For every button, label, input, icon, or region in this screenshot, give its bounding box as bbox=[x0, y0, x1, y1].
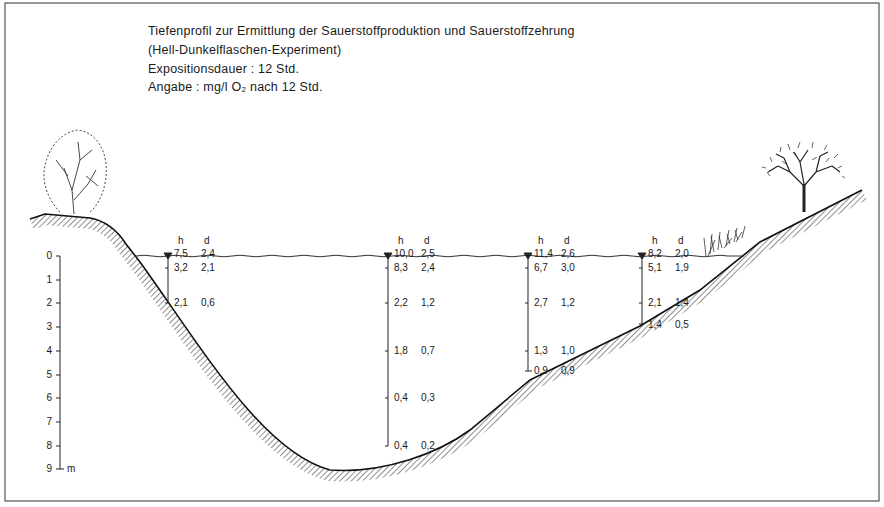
oxygen-light-value: 1,3 bbox=[534, 346, 548, 356]
oxygen-light-value: 2,7 bbox=[534, 298, 548, 308]
oxygen-light-value: 8,2 bbox=[648, 249, 662, 259]
note: Expositionsdauer : 12 Std. bbox=[148, 63, 299, 76]
oxygen-light-value: 3,2 bbox=[174, 263, 188, 273]
oxygen-light-value: 7,5 bbox=[174, 249, 188, 259]
depth-tick-label: 7 bbox=[46, 417, 52, 427]
oxygen-light-value: 10,0 bbox=[394, 249, 413, 259]
depth-tick-label: 8 bbox=[46, 441, 52, 451]
oxygen-light-value: 1,8 bbox=[394, 346, 408, 356]
column-header: d bbox=[564, 236, 570, 246]
oxygen-light-value: 0,4 bbox=[394, 393, 408, 403]
oxygen-dark-value: 0,9 bbox=[561, 366, 575, 376]
oxygen-dark-value: 2,4 bbox=[201, 249, 215, 259]
oxygen-dark-value: 1,2 bbox=[561, 298, 575, 308]
oxygen-dark-value: 1,9 bbox=[675, 263, 689, 273]
depth-tick-label: 3 bbox=[46, 322, 52, 332]
oxygen-dark-value: 2,4 bbox=[421, 263, 435, 273]
oxygen-light-value: 2,2 bbox=[394, 298, 408, 308]
depth-tick-label: 9 bbox=[46, 464, 52, 474]
oxygen-light-value: 6,7 bbox=[534, 263, 548, 273]
oxygen-dark-value: 2,6 bbox=[561, 249, 575, 259]
reeds bbox=[704, 226, 745, 256]
depth-tick-label: 6 bbox=[46, 393, 52, 403]
depth-tick-label: 4 bbox=[46, 346, 52, 356]
oxygen-light-value: 2,1 bbox=[648, 298, 662, 308]
frame bbox=[5, 3, 879, 501]
column-header: d bbox=[204, 236, 210, 246]
column-header: h bbox=[538, 236, 544, 246]
depth-tick-label: 0 bbox=[46, 251, 52, 261]
depth-tick-label: 5 bbox=[46, 370, 52, 380]
oxygen-light-value: 2,1 bbox=[174, 298, 188, 308]
oxygen-dark-value: 1,2 bbox=[421, 298, 435, 308]
shrub bbox=[44, 130, 106, 214]
oxygen-dark-value: 1,4 bbox=[675, 298, 689, 308]
depth-tick-label: 2 bbox=[46, 298, 52, 308]
ground-line bbox=[30, 190, 862, 470]
oxygen-light-value: 8,3 bbox=[394, 263, 408, 273]
oxygen-dark-value: 2,5 bbox=[421, 249, 435, 259]
oxygen-dark-value: 0,3 bbox=[421, 393, 435, 403]
oxygen-dark-value: 0,2 bbox=[421, 441, 435, 451]
oxygen-dark-value: 0,6 bbox=[201, 298, 215, 308]
column-header: h bbox=[398, 236, 404, 246]
oxygen-dark-value: 2,0 bbox=[675, 249, 689, 259]
sampling-lines bbox=[164, 253, 646, 446]
column-header: d bbox=[424, 236, 430, 246]
oxygen-light-value: 5,1 bbox=[648, 263, 662, 273]
tree bbox=[762, 142, 845, 212]
diagram-title: Tiefenprofil zur Ermittlung der Sauersto… bbox=[148, 25, 575, 38]
oxygen-light-value: 0,4 bbox=[394, 441, 408, 451]
oxygen-dark-value: 0,7 bbox=[421, 346, 435, 356]
oxygen-light-value: 11,4 bbox=[534, 249, 553, 259]
oxygen-dark-value: 2,1 bbox=[201, 263, 215, 273]
oxygen-dark-value: 3,0 bbox=[561, 263, 575, 273]
oxygen-dark-value: 1,0 bbox=[561, 346, 575, 356]
depth-axis bbox=[56, 256, 64, 469]
oxygen-dark-value: 0,5 bbox=[675, 320, 689, 330]
column-header: h bbox=[178, 236, 184, 246]
oxygen-light-value: 1,4 bbox=[648, 320, 662, 330]
ground-hatch bbox=[30, 190, 862, 470]
depth-tick-label: 1 bbox=[46, 275, 52, 285]
oxygen-light-value: 0,9 bbox=[534, 366, 548, 376]
note: Angabe : mg/l O₂ nach 12 Std. bbox=[148, 81, 323, 94]
column-header: h bbox=[652, 236, 658, 246]
subtitle: (Hell-Dunkelflaschen-Experiment) bbox=[148, 44, 341, 57]
unit-label: m bbox=[67, 464, 75, 474]
column-header: d bbox=[678, 236, 684, 246]
